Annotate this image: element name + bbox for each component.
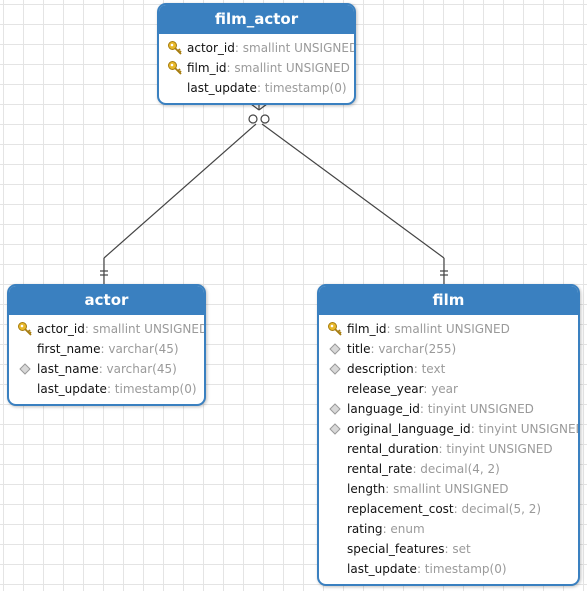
key-icon — [328, 322, 342, 336]
column-name: replacement_cost — [347, 502, 454, 516]
column-list: actor_id: smallint UNSIGNED first_name: … — [9, 315, 204, 399]
column-row[interactable]: film_id: smallint UNSIGNED — [159, 58, 354, 78]
column-name: description — [347, 362, 414, 376]
column-type: tinyint UNSIGNED — [478, 422, 580, 436]
column-name: rental_duration — [347, 442, 439, 456]
column-row[interactable]: rating: enum — [347, 522, 425, 536]
column-type: set — [452, 542, 471, 556]
column-name: film_id — [347, 322, 387, 336]
column-type: timestamp(0) — [114, 382, 197, 396]
column-row[interactable]: film_id: smallint UNSIGNED — [319, 319, 578, 339]
column-name: rental_rate — [347, 462, 413, 476]
column-type: varchar(45) — [106, 362, 177, 376]
index-diamond-icon — [19, 363, 31, 375]
column-type: smallint UNSIGNED — [234, 61, 350, 75]
column-type: varchar(45) — [108, 342, 179, 356]
column-row[interactable]: special_features: set — [347, 542, 471, 556]
column-row[interactable]: last_update: timestamp(0) — [187, 81, 347, 95]
column-type: tinyint UNSIGNED — [446, 442, 553, 456]
index-diamond-icon — [329, 363, 341, 375]
column-name: length — [347, 482, 386, 496]
column-name: language_id — [347, 402, 420, 416]
entity-title: actor — [9, 286, 204, 315]
entity-actor[interactable]: actor actor_id: smallint UNSIGNED first_… — [7, 284, 206, 406]
column-row[interactable]: release_year: year — [347, 382, 458, 396]
column-name: release_year — [347, 382, 424, 396]
column-list: film_id: smallint UNSIGNED title: varcha… — [319, 315, 578, 579]
column-type: smallint UNSIGNED — [92, 322, 206, 336]
relationship-film-actor-to-film[interactable] — [261, 123, 448, 284]
column-name: last_update — [187, 81, 257, 95]
column-type: tinyint UNSIGNED — [427, 402, 534, 416]
entity-film-actor[interactable]: film_actor actor_id: smallint UNSIGNED f… — [157, 3, 356, 105]
column-type: text — [421, 362, 446, 376]
column-row[interactable]: first_name: varchar(45) — [37, 342, 179, 356]
key-icon — [168, 41, 182, 55]
entity-title: film — [319, 286, 578, 315]
column-type: smallint UNSIGNED — [394, 322, 510, 336]
column-name: last_update — [37, 382, 107, 396]
column-type: varchar(255) — [378, 342, 457, 356]
column-type: timestamp(0) — [264, 81, 347, 95]
column-type: decimal(5, 2) — [461, 502, 542, 516]
index-diamond-icon — [329, 403, 341, 415]
column-row[interactable]: language_id: tinyint UNSIGNED — [319, 399, 578, 419]
column-name: last_update — [347, 562, 417, 576]
column-list: actor_id: smallint UNSIGNED film_id: sma… — [159, 34, 354, 98]
column-row[interactable]: length: smallint UNSIGNED — [347, 482, 509, 496]
key-icon — [168, 61, 182, 75]
column-type: smallint UNSIGNED — [242, 41, 356, 55]
column-row[interactable]: rental_rate: decimal(4, 2) — [347, 462, 500, 476]
column-name: actor_id — [37, 322, 85, 336]
column-name: film_id — [187, 61, 227, 75]
column-name: last_name — [37, 362, 99, 376]
column-name: special_features — [347, 542, 445, 556]
column-type: smallint UNSIGNED — [393, 482, 509, 496]
column-name: actor_id — [187, 41, 235, 55]
column-name: rating — [347, 522, 383, 536]
key-icon — [18, 322, 32, 336]
column-row[interactable]: actor_id: smallint UNSIGNED — [9, 319, 204, 339]
column-type: timestamp(0) — [424, 562, 507, 576]
column-name: title — [347, 342, 371, 356]
index-diamond-icon — [329, 343, 341, 355]
column-type: enum — [390, 522, 425, 536]
column-row[interactable]: replacement_cost: decimal(5, 2) — [347, 502, 542, 516]
index-diamond-icon — [329, 423, 341, 435]
column-row[interactable]: actor_id: smallint UNSIGNED — [159, 38, 354, 58]
column-row[interactable]: original_language_id: tinyint UNSIGNED — [319, 419, 578, 439]
entity-title: film_actor — [159, 5, 354, 34]
column-type: decimal(4, 2) — [420, 462, 500, 476]
column-row[interactable]: title: varchar(255) — [319, 339, 578, 359]
column-row[interactable]: last_update: timestamp(0) — [37, 382, 197, 396]
relationship-film-actor-to-actor[interactable] — [100, 123, 257, 284]
column-row[interactable]: last_name: varchar(45) — [9, 359, 204, 379]
column-row[interactable]: rental_duration: tinyint UNSIGNED — [347, 442, 553, 456]
column-type: year — [431, 382, 458, 396]
column-name: original_language_id — [347, 422, 471, 436]
column-name: first_name — [37, 342, 101, 356]
column-row[interactable]: last_update: timestamp(0) — [347, 562, 507, 576]
column-row[interactable]: description: text — [319, 359, 578, 379]
entity-film[interactable]: film film_id: smallint UNSIGNED title: v… — [317, 284, 580, 586]
crows-foot-zero-or-many — [248, 103, 270, 124]
